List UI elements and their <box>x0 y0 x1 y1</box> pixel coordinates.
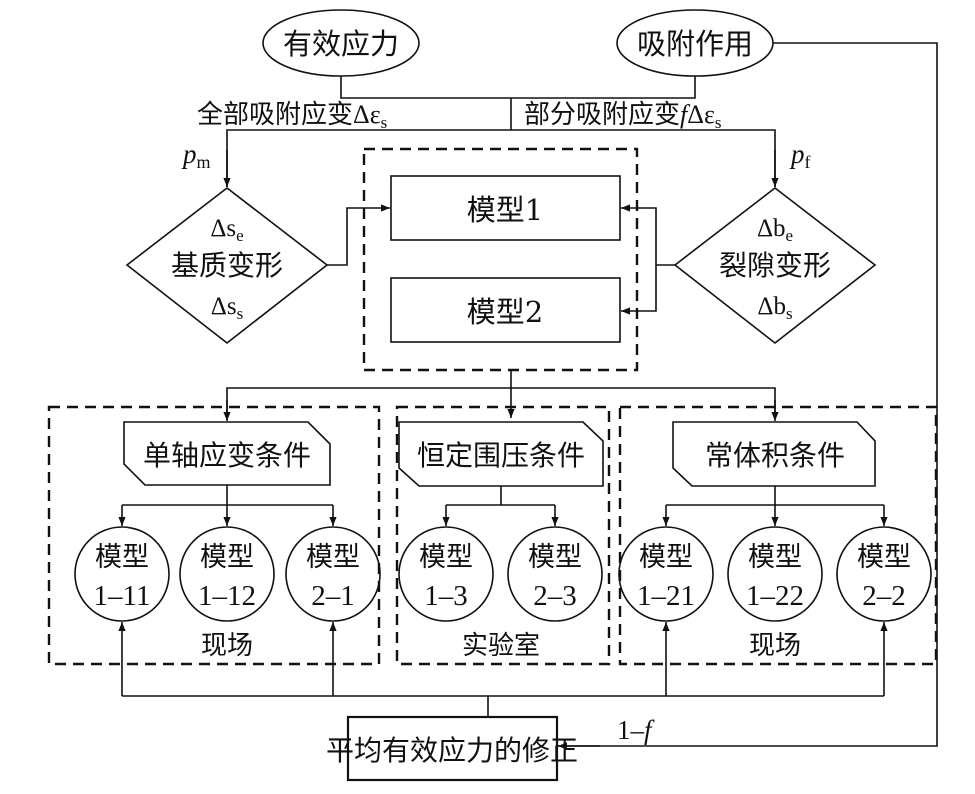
top-connectors <box>223 42 938 750</box>
model-id: 1–22 <box>746 580 804 612</box>
effective-stress-label: 有效应力 <box>283 27 399 61</box>
condition-volume-label: 常体积条件 <box>705 439 845 472</box>
adsorption-node: 吸附作用 <box>616 9 774 77</box>
model-1-label: 模型1 <box>467 193 543 227</box>
condition-uniaxial-label: 单轴应变条件 <box>143 439 311 472</box>
condition-confining-label: 恒定围压条件 <box>417 439 585 472</box>
model-label: 模型 <box>639 542 693 573</box>
model-1-box: 模型1 <box>390 175 621 241</box>
model-id: 2–3 <box>533 580 577 612</box>
model-circle: 模型 2–3 <box>507 526 603 622</box>
partial-adsorption-strain-label: 部分吸附应变fΔεs <box>524 100 722 132</box>
model-2-box: 模型2 <box>390 277 621 343</box>
correction-connectors <box>118 622 888 717</box>
model-label: 模型 <box>306 542 360 573</box>
matrix-deformation-label: 基质变形 <box>171 249 283 282</box>
correction-label: 平均有效应力的修正 <box>326 734 578 767</box>
model-circle: 模型 1–22 <box>727 526 823 622</box>
model-id: 1–11 <box>94 580 151 612</box>
model-circle: 模型 2–1 <box>285 526 381 622</box>
fracture-elastic-label: Δbe <box>757 215 793 245</box>
model-label: 模型 <box>748 542 802 573</box>
constant-volume-group <box>618 405 938 666</box>
fracture-pressure-label: pf <box>789 139 811 172</box>
model-id: 1–21 <box>637 580 695 612</box>
matrix-pressure-label: pm <box>181 139 211 172</box>
condition-box-uniaxial: 单轴应变条件 <box>123 421 331 486</box>
matrix-deformation-node: Δse 基质变形 Δss <box>125 186 329 345</box>
uniaxial-strain-group <box>47 405 381 666</box>
model-label: 模型 <box>95 542 149 573</box>
fracture-sorption-label: Δbs <box>757 293 792 323</box>
condition-box-volume: 常体积条件 <box>672 421 876 487</box>
branch-connectors <box>118 485 888 526</box>
model-circle: 模型 1–11 <box>74 526 170 622</box>
setting-label-lab: 实验室 <box>462 631 540 661</box>
model-circle: 模型 2–2 <box>836 526 932 622</box>
model-id: 1–3 <box>424 580 468 612</box>
full-adsorption-strain-label: 全部吸附应变Δεs <box>197 100 387 132</box>
model-id: 2–2 <box>862 580 906 612</box>
model-id: 1–12 <box>198 580 256 612</box>
fracture-deformation-label: 裂隙变形 <box>719 249 831 282</box>
feedback-factor-label: 1–f <box>617 715 655 745</box>
model-label: 模型 <box>528 542 582 573</box>
core-models-group <box>362 147 639 372</box>
fracture-to-model1-arrow <box>621 204 675 266</box>
model-label: 模型 <box>200 542 254 573</box>
adsorption-label: 吸附作用 <box>637 27 753 61</box>
model-circle: 模型 1–12 <box>179 526 275 622</box>
effective-stress-node: 有效应力 <box>262 9 420 77</box>
setting-label-field: 现场 <box>201 631 253 661</box>
model-label: 模型 <box>857 542 911 573</box>
fracture-deformation-node: Δbe 裂隙变形 Δbs <box>673 186 877 345</box>
effective-stress-correction-box: 平均有效应力的修正 <box>326 715 578 782</box>
model-label: 模型 <box>419 542 473 573</box>
model-2-label: 模型2 <box>467 295 543 329</box>
matrix-to-model1-arrow <box>327 204 390 266</box>
matrix-elastic-label: Δse <box>210 215 243 245</box>
condition-box-confining: 恒定围压条件 <box>398 421 604 487</box>
fracture-to-model2-arrow <box>621 265 657 315</box>
matrix-sorption-label: Δss <box>211 293 243 323</box>
model-circle: 模型 1–3 <box>398 526 494 622</box>
model-id: 2–1 <box>311 580 355 612</box>
model-circle: 模型 1–21 <box>618 526 714 622</box>
setting-label-field: 现场 <box>749 631 801 661</box>
